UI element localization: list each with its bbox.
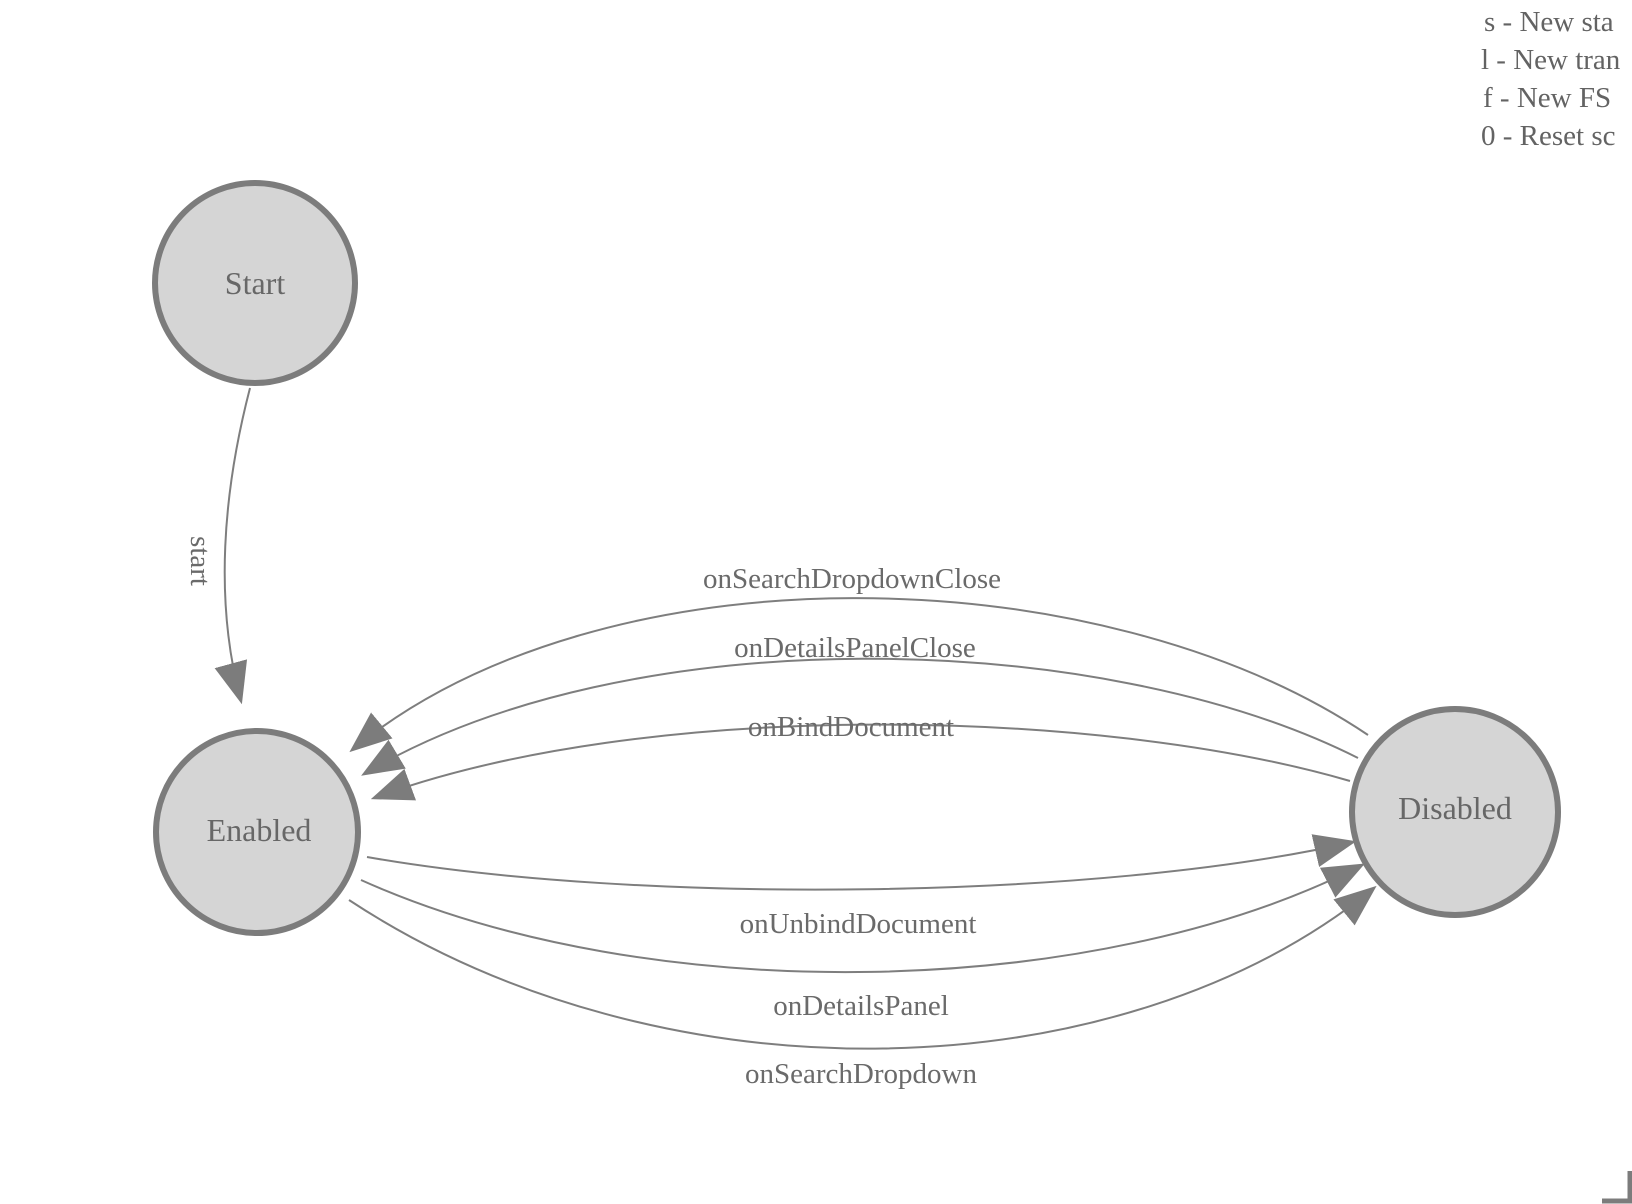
transition-label-start: start	[184, 536, 216, 586]
transition-edge-start[interactable]	[214, 387, 251, 705]
transition-edge-onBindDocument[interactable]	[370, 723, 1351, 801]
shortcut-legend: s - New sta l - New tran f - New FS 0 - …	[1481, 6, 1621, 152]
transition-edge-onDetailsPanel[interactable]	[360, 863, 1365, 974]
transition-edge-onDetailsPanelClose[interactable]	[361, 657, 1359, 776]
state-node-enabled[interactable]	[153, 728, 361, 936]
state-node-start[interactable]	[152, 180, 358, 386]
legend-item-reset: 0 - Reset sc	[1481, 120, 1616, 152]
transition-label-onDetailsPanel: onDetailsPanel	[773, 990, 949, 1022]
state-node-disabled[interactable]	[1349, 706, 1561, 918]
state-label-start: Start	[225, 265, 286, 301]
legend-item-new-fsm: f - New FS	[1483, 82, 1611, 114]
transition-label-onBindDocument: onBindDocument	[748, 711, 954, 743]
transition-label-onDetailsPanelClose: onDetailsPanelClose	[734, 632, 976, 664]
transition-label-onSearchDropdownClose: onSearchDropdownClose	[703, 563, 1001, 595]
state-label-disabled: Disabled	[1398, 790, 1512, 826]
transition-edge-onSearchDropdown[interactable]	[348, 885, 1377, 1050]
transition-edge-onUnbindDocument[interactable]	[366, 834, 1357, 891]
transition-label-onSearchDropdown: onSearchDropdown	[745, 1058, 977, 1090]
transition-label-onUnbindDocument: onUnbindDocument	[740, 908, 977, 940]
offscreen-box-corner	[1602, 1171, 1632, 1204]
legend-item-new-transition: l - New tran	[1481, 44, 1621, 76]
legend-item-new-state: s - New sta	[1484, 6, 1614, 38]
transition-edge-onSearchDropdownClose[interactable]	[349, 597, 1369, 753]
state-label-enabled: Enabled	[207, 812, 312, 848]
